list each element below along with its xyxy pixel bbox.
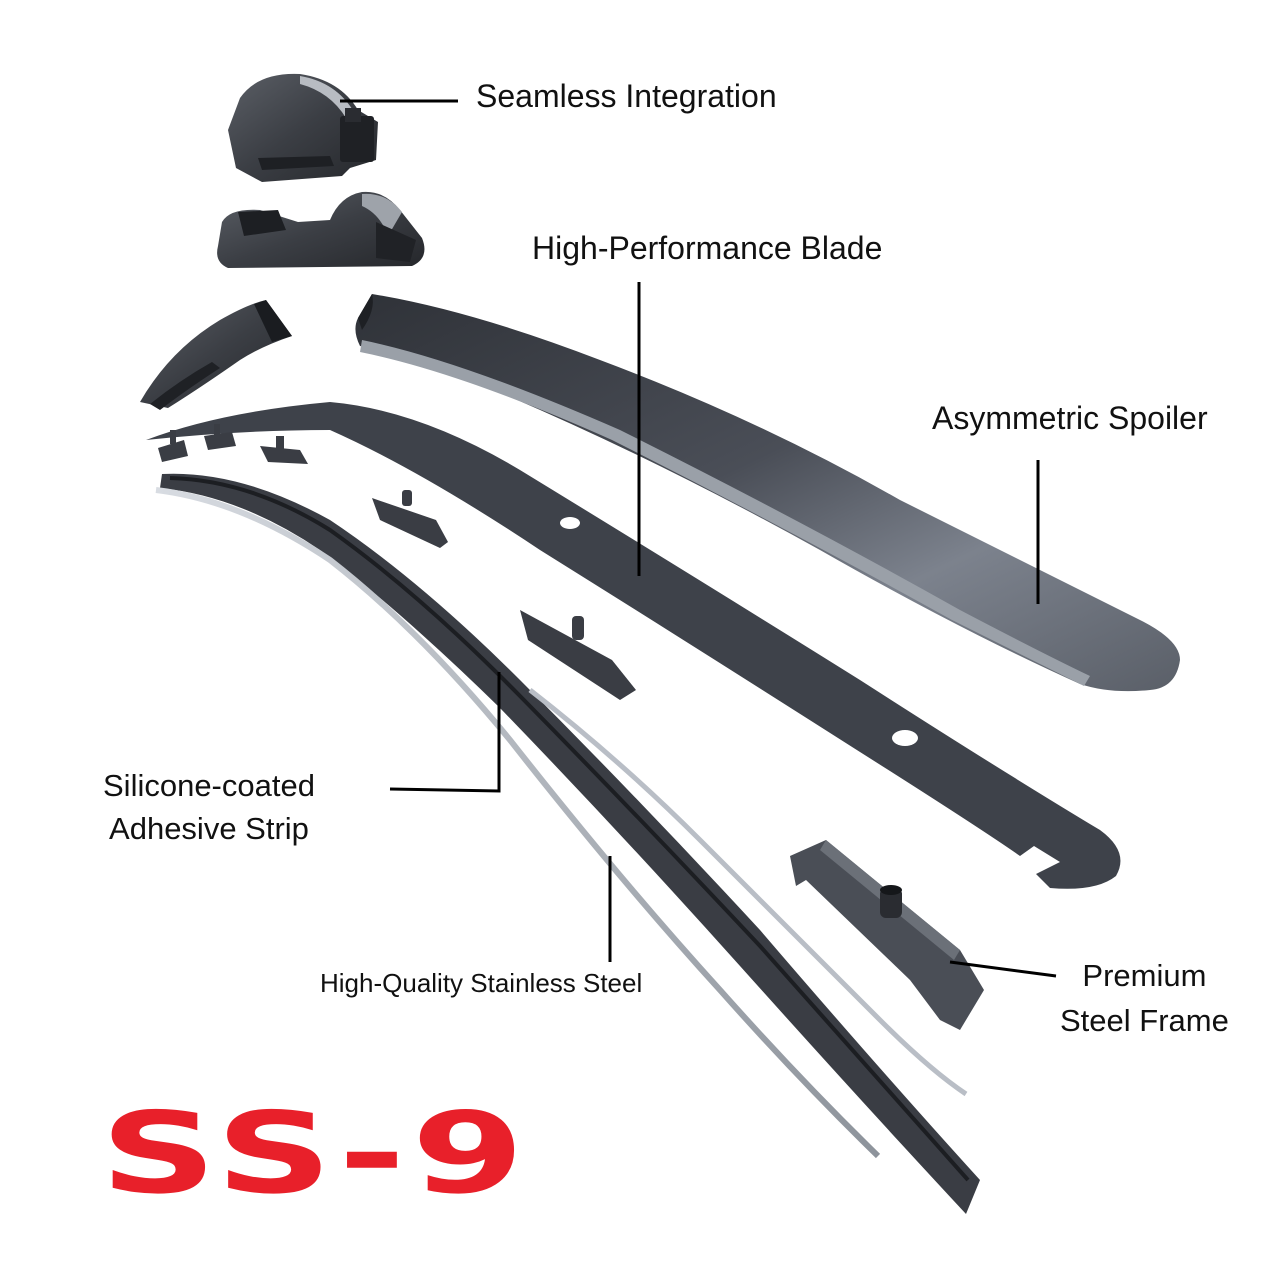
frame-connectors bbox=[790, 840, 984, 1030]
callout-label-seamless-integration: Seamless Integration bbox=[476, 78, 777, 114]
stainless-steel-rails bbox=[155, 487, 968, 1159]
callout-label-line: Steel Frame bbox=[1060, 1002, 1229, 1038]
rubber-strip bbox=[160, 473, 980, 1214]
callout-label-steel-frame: Premium Steel Frame bbox=[1060, 957, 1229, 1041]
callout-label-line: Silicone-coated bbox=[103, 768, 315, 803]
callout-label-silicone-strip: Silicone-coated Adhesive Strip bbox=[103, 767, 315, 849]
end-cap bbox=[140, 300, 292, 410]
spoiler bbox=[355, 294, 1180, 692]
callout-line-silicone bbox=[389, 672, 501, 793]
callout-label-line: Adhesive Strip bbox=[109, 810, 309, 846]
clips bbox=[158, 424, 636, 700]
callout-label-line: Premium bbox=[1082, 958, 1207, 993]
callout-label-asymmetric-spoiler: Asymmetric Spoiler bbox=[932, 400, 1208, 436]
callout-line-frame bbox=[949, 960, 1057, 978]
blade-frame bbox=[146, 402, 1121, 889]
callout-lines bbox=[340, 99, 1057, 978]
adapter-cap bbox=[228, 73, 378, 182]
adapter-base bbox=[217, 191, 425, 268]
callout-label-high-performance-blade: High-Performance Blade bbox=[532, 230, 883, 266]
brand-model-logo: SS-9 bbox=[100, 1089, 531, 1219]
callout-label-stainless-steel: High-Quality Stainless Steel bbox=[320, 968, 643, 998]
